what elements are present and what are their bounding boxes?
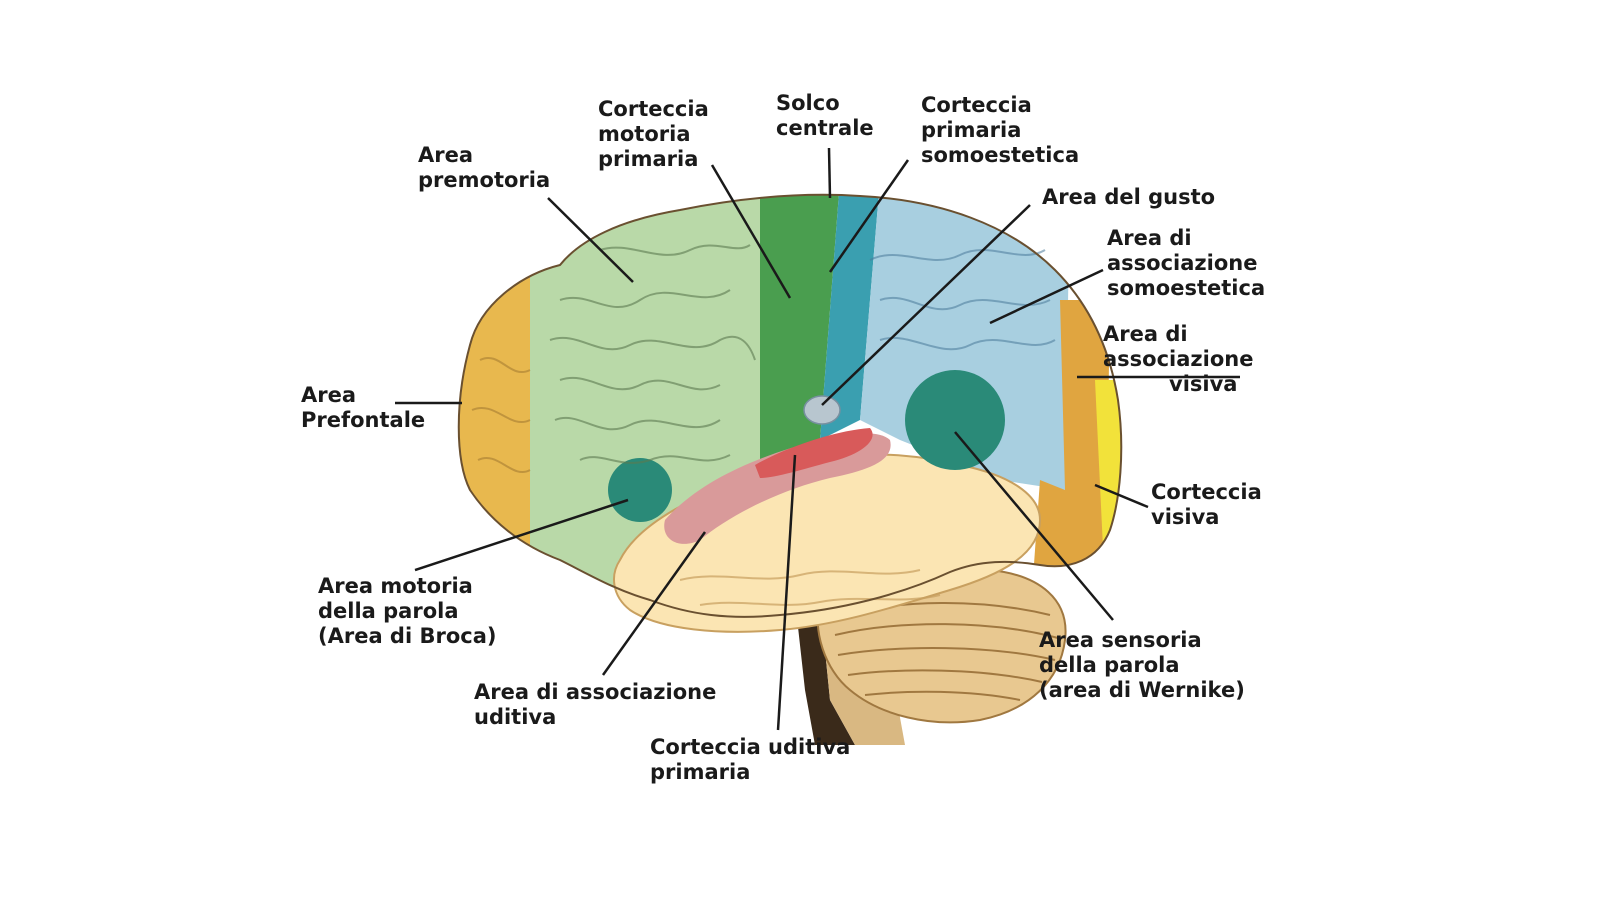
line-area-gusto — [821, 204, 1031, 406]
region-wernike — [905, 370, 1005, 470]
line-solco-centrale — [827, 147, 832, 199]
line-corteccia-somoestetica — [828, 159, 910, 273]
line-area-premotoria — [547, 197, 634, 283]
region-taste — [803, 395, 841, 425]
leader-lines — [395, 147, 1240, 731]
line-wernike — [954, 431, 1114, 621]
line-corteccia-uditiva — [776, 454, 797, 731]
line-corteccia-visiva — [1094, 483, 1149, 509]
label-area-del-gusto: Area del gusto — [1042, 185, 1216, 209]
region-somatosensory — [770, 194, 880, 480]
gyri-texture-temporal — [679, 569, 941, 606]
region-visual-assoc — [1030, 300, 1110, 617]
line-assoc-somoestetica — [989, 268, 1104, 325]
region-broca — [608, 458, 672, 522]
line-corteccia-motoria — [710, 164, 792, 299]
region-auditory-primary — [755, 428, 873, 478]
region-prefrontal — [458, 194, 540, 617]
line-broca — [414, 498, 629, 572]
brain-outline — [457, 193, 1123, 618]
gyri-texture-prefrontal — [471, 357, 531, 473]
line-assoc-uditiva — [601, 531, 707, 676]
gyri-texture — [549, 244, 756, 464]
region-visual — [1095, 380, 1122, 590]
gyri-texture-parietal — [869, 249, 1056, 351]
brainstem — [795, 600, 855, 745]
